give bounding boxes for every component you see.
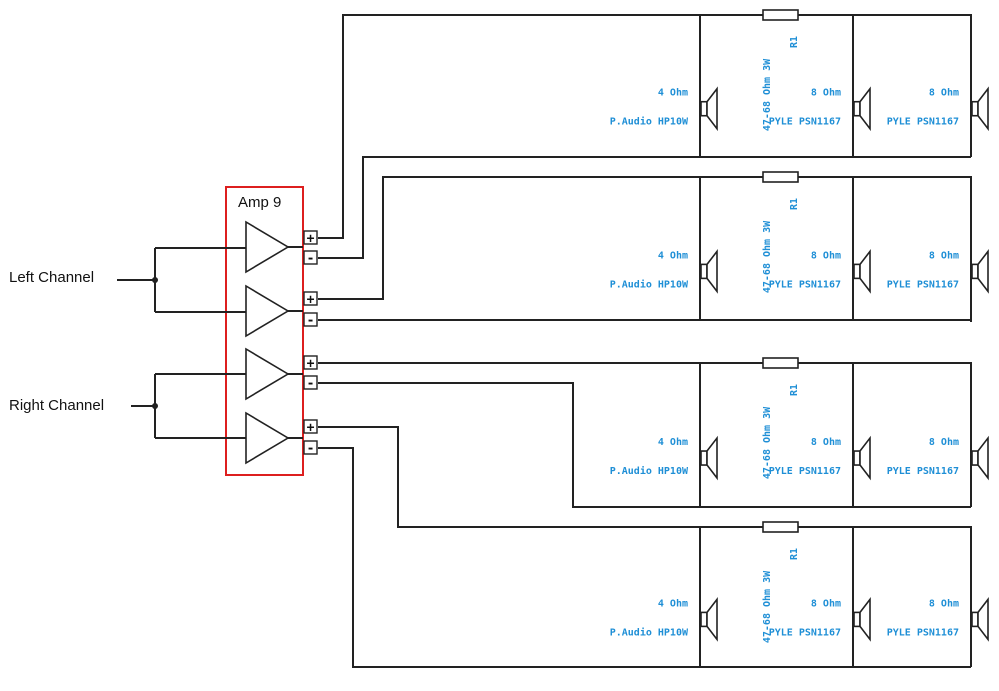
speaker-model: PYLE PSN1167 (887, 279, 959, 290)
speaker-icon (853, 86, 871, 132)
right-channel-label: Right Channel (9, 397, 104, 414)
speaker-impedance: 8 Ohm (929, 250, 959, 261)
speaker-model: P.Audio HP10W (610, 116, 689, 128)
speaker-impedance: 4 Ohm (658, 250, 688, 261)
plus-sign: + (307, 357, 315, 372)
resistor-spec: 47-68 Ohm 3W (762, 220, 773, 293)
speaker-impedance: 8 Ohm (811, 437, 841, 448)
resistor-spec: 47-68 Ohm 3W (762, 58, 773, 131)
speaker-icon (853, 435, 871, 481)
negative-terminal: - (303, 375, 318, 392)
resistor-spec: 47-68 Ohm 3W (762, 570, 773, 643)
resistor-id: R1 (789, 198, 800, 210)
positive-terminal: + (303, 355, 318, 372)
speaker-icon (853, 249, 871, 294)
negative-terminal: - (303, 250, 318, 267)
speaker-icon (700, 86, 718, 132)
amp-triangle (245, 347, 290, 401)
resistor (762, 9, 799, 21)
amp-triangle (245, 411, 290, 465)
speaker-model: P.Audio HP10W (610, 278, 689, 290)
amp-triangle (245, 284, 290, 338)
plus-sign: + (307, 293, 315, 308)
positive-terminal: + (303, 419, 318, 436)
plus-sign: + (307, 232, 315, 247)
junction-dot (152, 403, 158, 409)
amplifiers (245, 220, 303, 465)
negative-terminal: - (303, 440, 318, 457)
speaker-model: PYLE PSN1167 (769, 466, 841, 477)
speaker-model: PYLE PSN1167 (887, 627, 959, 638)
speaker-model: PYLE PSN1167 (769, 627, 841, 638)
speaker-model: PYLE PSN1167 (769, 117, 841, 128)
positive-terminal: + (303, 291, 318, 308)
speaker-model: PYLE PSN1167 (769, 279, 841, 290)
resistor-id: R1 (789, 36, 800, 48)
speaker-icon (971, 597, 989, 642)
speaker-model: PYLE PSN1167 (887, 117, 959, 128)
minus-sign: - (307, 252, 315, 267)
speaker-icon (971, 435, 989, 481)
speaker-model: P.Audio HP10W (610, 626, 689, 638)
speaker-model: P.Audio HP10W (610, 465, 689, 477)
speaker-impedance: 8 Ohm (811, 250, 841, 261)
resistor-id: R1 (789, 384, 800, 396)
speaker-icon (971, 249, 989, 294)
speaker-icon (971, 86, 989, 132)
speaker-impedance: 8 Ohm (929, 598, 959, 609)
speaker-impedance: 4 Ohm (658, 598, 688, 609)
minus-sign: - (307, 442, 315, 457)
terminals: + - + - + - + - (303, 230, 318, 457)
speaker-icon (700, 435, 718, 481)
speaker-icon (700, 597, 718, 642)
junction-dot (152, 277, 158, 283)
left-channel-label: Left Channel (9, 269, 94, 286)
speaker-icon (700, 249, 718, 294)
amp-triangle (245, 220, 290, 274)
resistor (762, 357, 799, 369)
negative-terminal: - (303, 312, 318, 329)
positive-terminal: + (303, 230, 318, 247)
input-wiring (117, 247, 246, 439)
minus-sign: - (307, 314, 315, 329)
amp-label: Amp 9 (238, 194, 281, 211)
speaker-icon (853, 597, 871, 642)
amp-box (225, 186, 304, 476)
speaker-impedance: 8 Ohm (929, 437, 959, 448)
plus-sign: + (307, 421, 315, 436)
speaker-impedance: 8 Ohm (811, 88, 841, 99)
speaker-impedance: 4 Ohm (658, 437, 688, 448)
speaker-impedance: 8 Ohm (811, 598, 841, 609)
resistor (762, 171, 799, 183)
speaker-model: PYLE PSN1167 (887, 466, 959, 477)
speaker-impedance: 8 Ohm (929, 88, 959, 99)
speaker-impedance: 4 Ohm (658, 88, 688, 99)
resistor (762, 521, 799, 533)
minus-sign: - (307, 377, 315, 392)
resistor-id: R1 (789, 548, 800, 560)
resistor-spec: 47-68 Ohm 3W (762, 406, 773, 479)
output-wiring (318, 14, 972, 668)
